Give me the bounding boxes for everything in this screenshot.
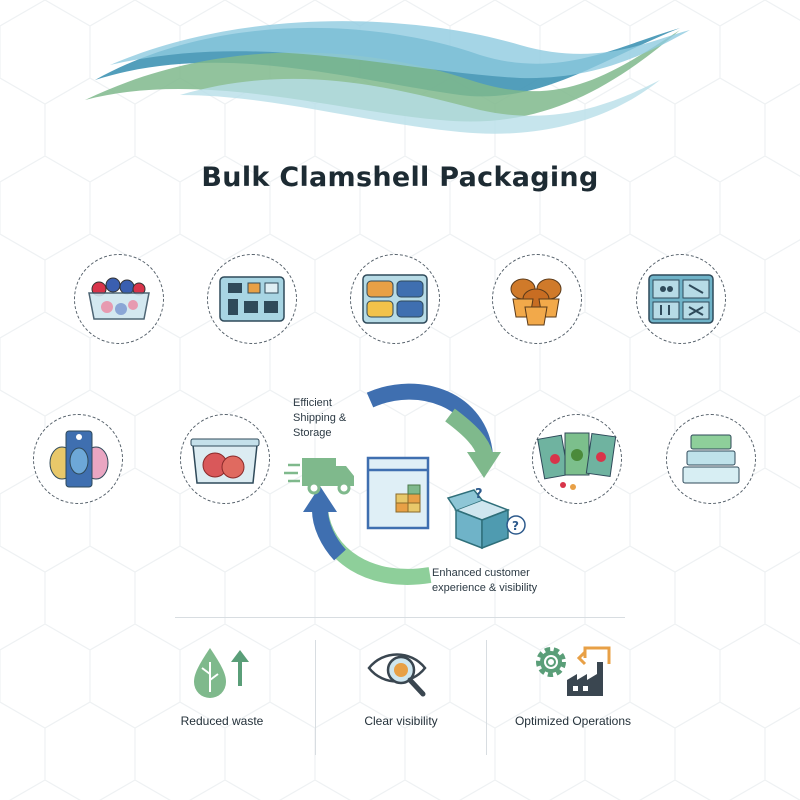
berries-clamshell-icon [74, 254, 164, 344]
benefit-separator-1 [315, 640, 316, 755]
svg-text:?: ? [512, 519, 519, 533]
customer-experience-label: Enhanced customer experience & visibilit… [432, 567, 538, 594]
benefit-label: Reduced waste [180, 714, 264, 728]
page-title: Bulk Clamshell Packaging [201, 162, 599, 193]
packaging-cycle-diagram: ? ? [284, 383, 526, 585]
cycle-arrowhead-bottom [303, 486, 337, 512]
muffins-icon [492, 254, 582, 344]
open-box-question-icon: ? ? [446, 487, 526, 550]
benefit-label: Optimized Operations [514, 714, 632, 728]
benefit-label: Clear visibility [364, 714, 438, 728]
shipping-storage-label: Efficient Shipping & Storage [293, 397, 347, 439]
gear-factory-icon [536, 646, 611, 696]
svg-text:?: ? [475, 487, 483, 502]
stacked-containers-icon [666, 414, 756, 504]
electronics-tray-icon [207, 254, 297, 344]
blister-pack-icon [33, 414, 123, 504]
deli-meat-container-icon [180, 414, 270, 504]
storage-window-icon [366, 456, 430, 530]
delivery-truck-icon [284, 458, 354, 495]
benefit-clear-visibility: Clear visibility [326, 640, 476, 728]
leaf-drop-arrow-icon [194, 648, 249, 698]
hardware-tray-icon [636, 254, 726, 344]
cycle-arrowhead-top [467, 452, 501, 478]
benefit-optimized-operations: Optimized Operations [498, 640, 648, 728]
benefits-divider [175, 617, 625, 618]
toy-cars-tray-icon [350, 254, 440, 344]
header-wave-decoration [85, 21, 690, 134]
benefit-reduced-waste: Reduced waste [147, 640, 297, 728]
eye-magnifier-icon [367, 653, 427, 697]
seed-packets-icon [532, 414, 622, 504]
benefit-separator-2 [486, 640, 487, 755]
